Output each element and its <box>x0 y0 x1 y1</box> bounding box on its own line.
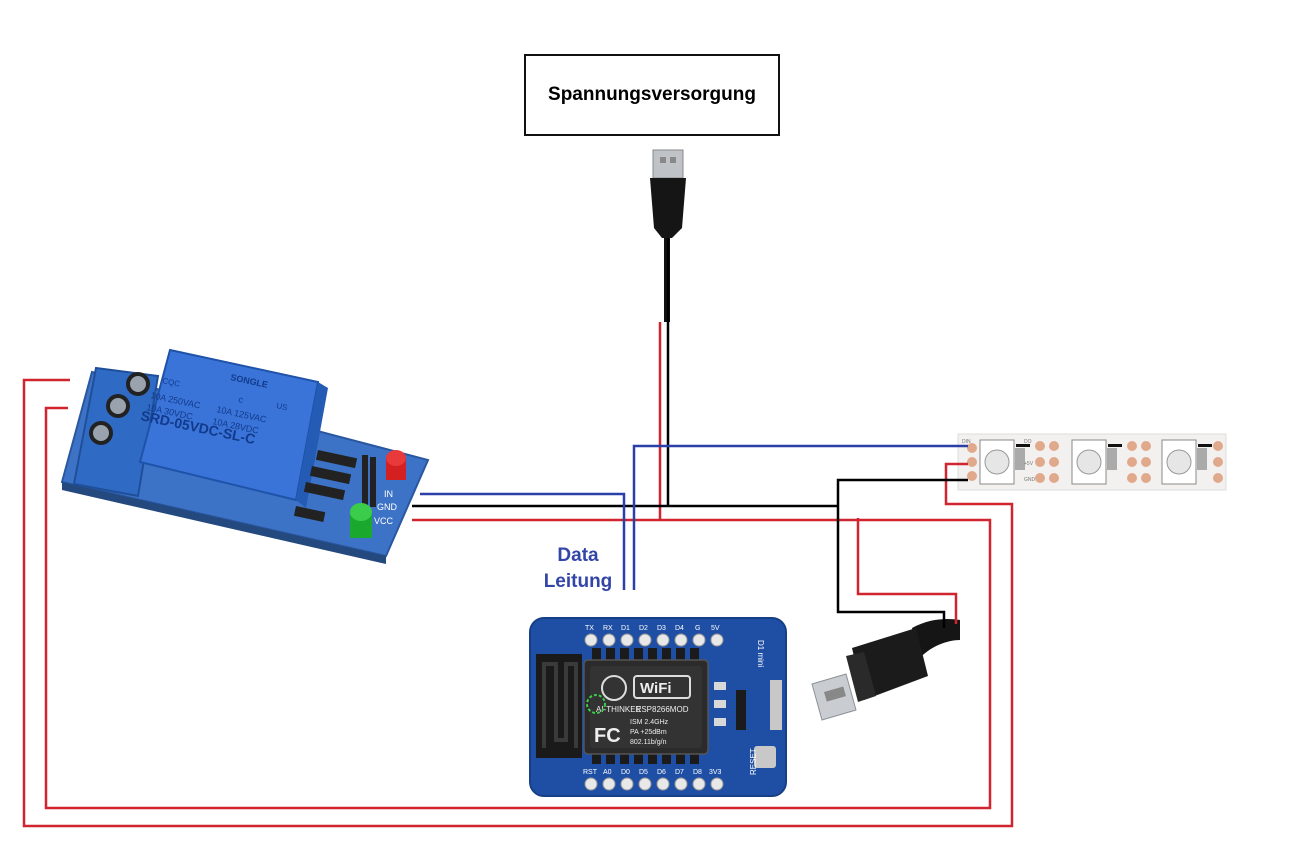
relay-cert-2: c <box>238 394 245 405</box>
bottom-pin-label-3: D0 <box>621 769 630 776</box>
wire-blue-strip-din <box>632 444 968 590</box>
relay-module: SONGLE CQC c US 10A 250VAC 10A 30VDC 10A… <box>60 348 430 564</box>
relay-cert-3: US <box>276 401 289 412</box>
data-line-label-1: Data <box>557 545 599 566</box>
top-pin-label-6: D4 <box>675 625 684 632</box>
wifi-logo: WiFi <box>640 680 672 697</box>
relay-pin-gnd: GND <box>377 502 398 512</box>
power-supply-label: Spannungsversorgung <box>548 84 756 105</box>
module-spec-2: PA +25dBm <box>630 729 667 736</box>
relay-body: SONGLE CQC c US 10A 250VAC 10A 30VDC 10A… <box>138 348 328 508</box>
screw-terminal <box>72 366 160 498</box>
strip-led-1 <box>979 439 1030 485</box>
esp8266-board: TX RX D1 D2 D3 D4 G 5V RST A0 D0 D5 D6 D… <box>529 617 787 797</box>
top-pin-label-4: D2 <box>639 625 648 632</box>
wire-blue-relay-in <box>420 492 626 590</box>
data-line-label: Data Leitung <box>520 543 636 595</box>
wire-black-strip <box>836 478 968 506</box>
top-pin-label-1: TX <box>585 625 594 632</box>
green-led <box>350 503 372 538</box>
board-name: D1 mini <box>756 640 765 667</box>
wire-black-microusb <box>836 506 946 628</box>
strip-pad-gnd: GND <box>1024 477 1036 483</box>
strip-pad-5v: +5V <box>1024 461 1034 467</box>
esp8266-module: WiFi AI-THINKER ESP8266MOD FC ISM 2.4GHz… <box>583 659 709 755</box>
wire-red-vcc-bus <box>44 406 992 810</box>
module-name: ESP8266MOD <box>636 705 689 714</box>
relay-pin-vcc: VCC <box>374 516 394 526</box>
bottom-pin-label-6: D7 <box>675 769 684 776</box>
bottom-pin-label-8: 3V3 <box>709 769 722 776</box>
reset-label: RESET <box>749 748 758 775</box>
strip-pad-din: DIN <box>962 439 971 445</box>
data-line-label-2: Leitung <box>543 571 613 592</box>
antenna-trace <box>536 654 582 758</box>
bottom-header: RST A0 D0 D5 D6 D7 D8 3V3 <box>583 769 724 791</box>
module-spec-1: ISM 2.4GHz <box>630 719 669 726</box>
wire-red-outer-loop <box>22 378 1014 828</box>
wire-red-microusb <box>856 518 958 624</box>
strip-led-3 <box>1161 439 1212 485</box>
relay-pin-in: IN <box>384 489 393 499</box>
red-led <box>386 450 406 480</box>
top-pin-label-5: D3 <box>657 625 666 632</box>
module-spec-3: 802.11b/g/n <box>630 739 667 746</box>
bottom-pin-label-7: D8 <box>693 769 702 776</box>
fc-logo: FC <box>594 725 621 747</box>
bottom-pin-label-2: A0 <box>603 769 612 776</box>
top-header: TX RX D1 D2 D3 D4 G 5V <box>584 625 724 647</box>
top-pin-label-2: RX <box>603 625 613 632</box>
led-strip: DIN DO +5V GND <box>957 433 1227 491</box>
module-vendor: AI-THINKER <box>596 705 642 714</box>
strip-pad-do: DO <box>1024 439 1032 445</box>
power-supply-box: Spannungsversorgung <box>524 54 780 136</box>
bottom-pin-label-1: RST <box>583 769 598 776</box>
strip-led-2 <box>1071 439 1122 485</box>
bottom-pin-label-4: D5 <box>639 769 648 776</box>
top-pin-label-8: 5V <box>711 625 720 632</box>
top-pin-label-3: D1 <box>621 625 630 632</box>
relay-cert-1: CQC <box>162 376 181 389</box>
micro-usb-cable <box>811 618 960 721</box>
wires <box>22 238 1014 828</box>
top-pin-label-7: G <box>695 625 700 632</box>
bottom-pin-label-5: D6 <box>657 769 666 776</box>
